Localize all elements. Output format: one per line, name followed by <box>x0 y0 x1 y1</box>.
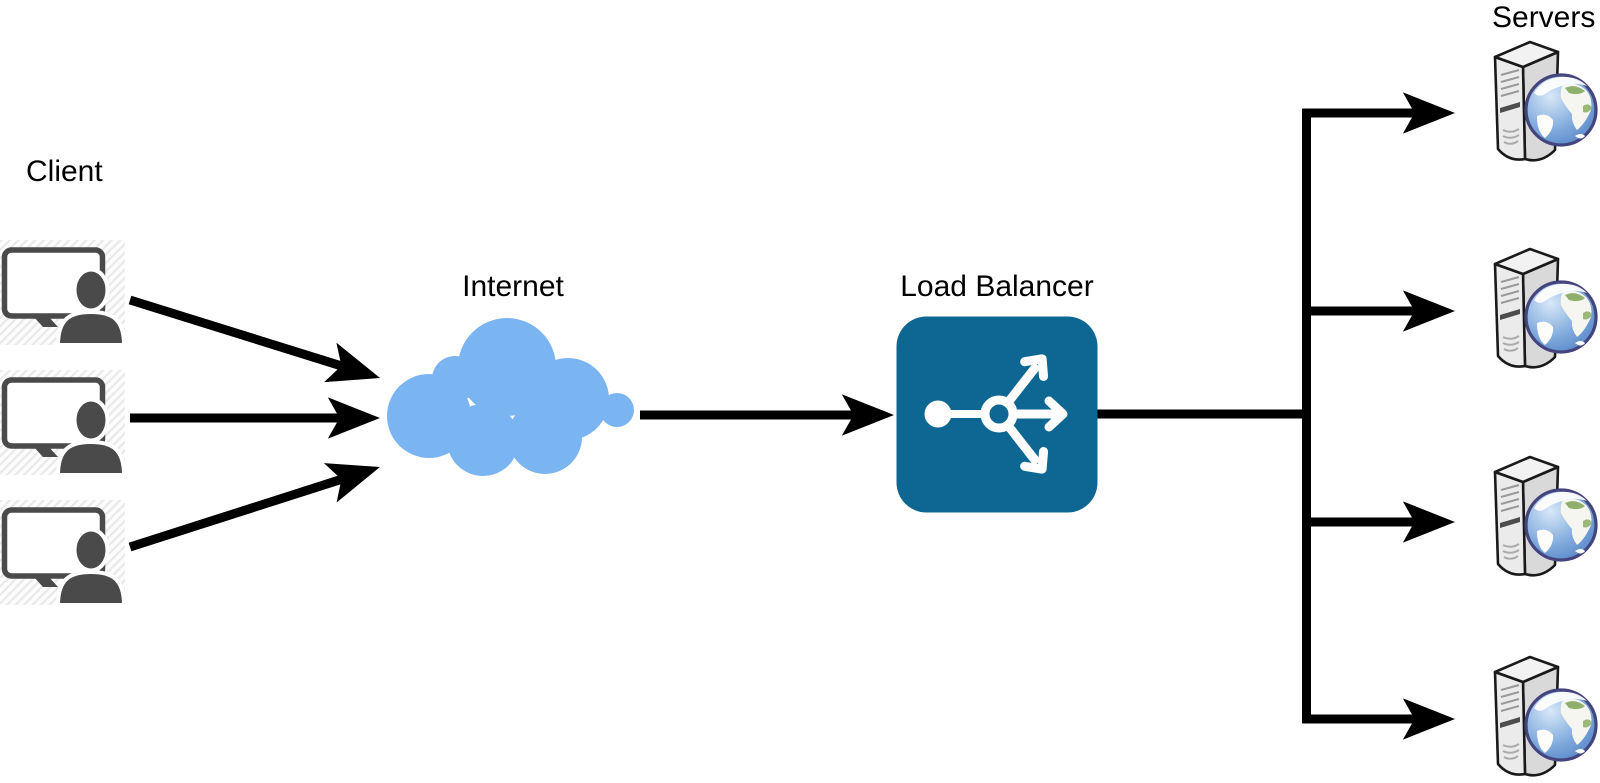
server-icon <box>1493 655 1598 777</box>
client-label: Client <box>26 155 103 188</box>
client-workstation-icon <box>0 240 125 345</box>
client-group <box>0 240 125 605</box>
client-workstation-icon <box>0 370 125 475</box>
connector-arrows <box>128 92 1456 740</box>
internet-cloud-icon <box>387 318 634 476</box>
traffic-distribution-icon <box>924 354 1068 474</box>
server-icon <box>1493 247 1598 369</box>
arrow-client3-internet <box>128 463 380 552</box>
server-icon <box>1493 455 1598 577</box>
client-workstation-icon <box>0 500 125 605</box>
load-balancer-node <box>896 316 1098 513</box>
servers-label: Servers <box>1492 1 1596 34</box>
load-balancer-label: Load Balancer <box>900 270 1094 303</box>
arrow-client1-internet <box>128 295 381 383</box>
server-icon <box>1493 40 1598 162</box>
load-balancer-box <box>896 316 1098 513</box>
internet-label: Internet <box>462 270 564 303</box>
server-group <box>1493 40 1598 777</box>
